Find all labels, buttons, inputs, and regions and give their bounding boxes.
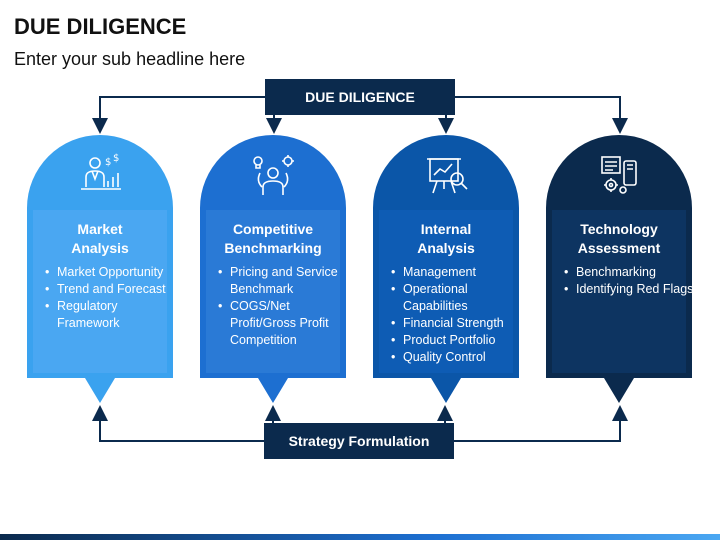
card-heading: Competitive Benchmarking	[204, 220, 342, 258]
svg-text:$: $	[105, 157, 111, 168]
list-item: Operational Capabilities	[391, 281, 529, 315]
list-item: Identifying Red Flags	[564, 281, 702, 298]
technology-gears-icon	[601, 156, 637, 194]
card-heading-text: Internal Analysis	[417, 221, 475, 256]
investor-money-icon: $ $	[81, 153, 121, 190]
card-list: Market Opportunity Trend and Forecast Re…	[33, 264, 183, 332]
card-heading-text: Technology Assessment	[577, 221, 661, 256]
list-item: Market Opportunity	[45, 264, 183, 281]
list-item: Benchmarking	[564, 264, 702, 281]
presentation-analysis-icon	[427, 158, 468, 194]
card-heading: Market Analysis	[31, 220, 169, 258]
list-item: Regulatory Framework	[45, 298, 183, 332]
card-list: Management Operational Capabilities Fina…	[379, 264, 529, 366]
list-item: COGS/Net Profit/Gross Profit Competition	[218, 298, 356, 349]
list-item: Pricing and Service Benchmark	[218, 264, 356, 298]
list-item: Management	[391, 264, 529, 281]
card-technology-assessment: Technology Assessment Benchmarking Ident…	[546, 135, 693, 406]
card-heading: Internal Analysis	[377, 220, 515, 258]
person-ideas-icon	[253, 155, 294, 195]
list-item: Product Portfolio	[391, 332, 529, 349]
due-diligence-box: DUE DILIGENCE	[265, 79, 455, 115]
card-heading: Technology Assessment	[550, 220, 688, 258]
card-heading-text: Market Analysis	[71, 221, 129, 256]
top-line-left	[92, 96, 265, 134]
list-item: Trend and Forecast	[45, 281, 183, 298]
card-list: Benchmarking Identifying Red Flags	[552, 264, 702, 298]
card-internal-analysis: Internal Analysis Management Operational…	[373, 135, 519, 406]
card-list: Pricing and Service Benchmark COGS/Net P…	[206, 264, 356, 349]
top-line-right	[455, 96, 628, 134]
strategy-formulation-box: Strategy Formulation	[264, 423, 454, 459]
bottom-line-right	[454, 405, 628, 442]
page-title: DUE DILIGENCE	[14, 14, 187, 39]
page-subtitle: Enter your sub headline here	[14, 49, 246, 69]
footer-accent-bar	[0, 534, 720, 540]
bottom-line-left	[92, 405, 264, 442]
card-competitive-benchmarking: Competitive Benchmarking Pricing and Ser…	[200, 135, 346, 406]
card-heading-text: Competitive Benchmarking	[224, 221, 322, 256]
card-market-analysis: $ $ Market Analysis Market Opportunity T…	[27, 135, 173, 406]
list-item: Financial Strength	[391, 315, 529, 332]
list-item: Quality Control	[391, 349, 529, 366]
svg-text:$: $	[113, 153, 119, 164]
